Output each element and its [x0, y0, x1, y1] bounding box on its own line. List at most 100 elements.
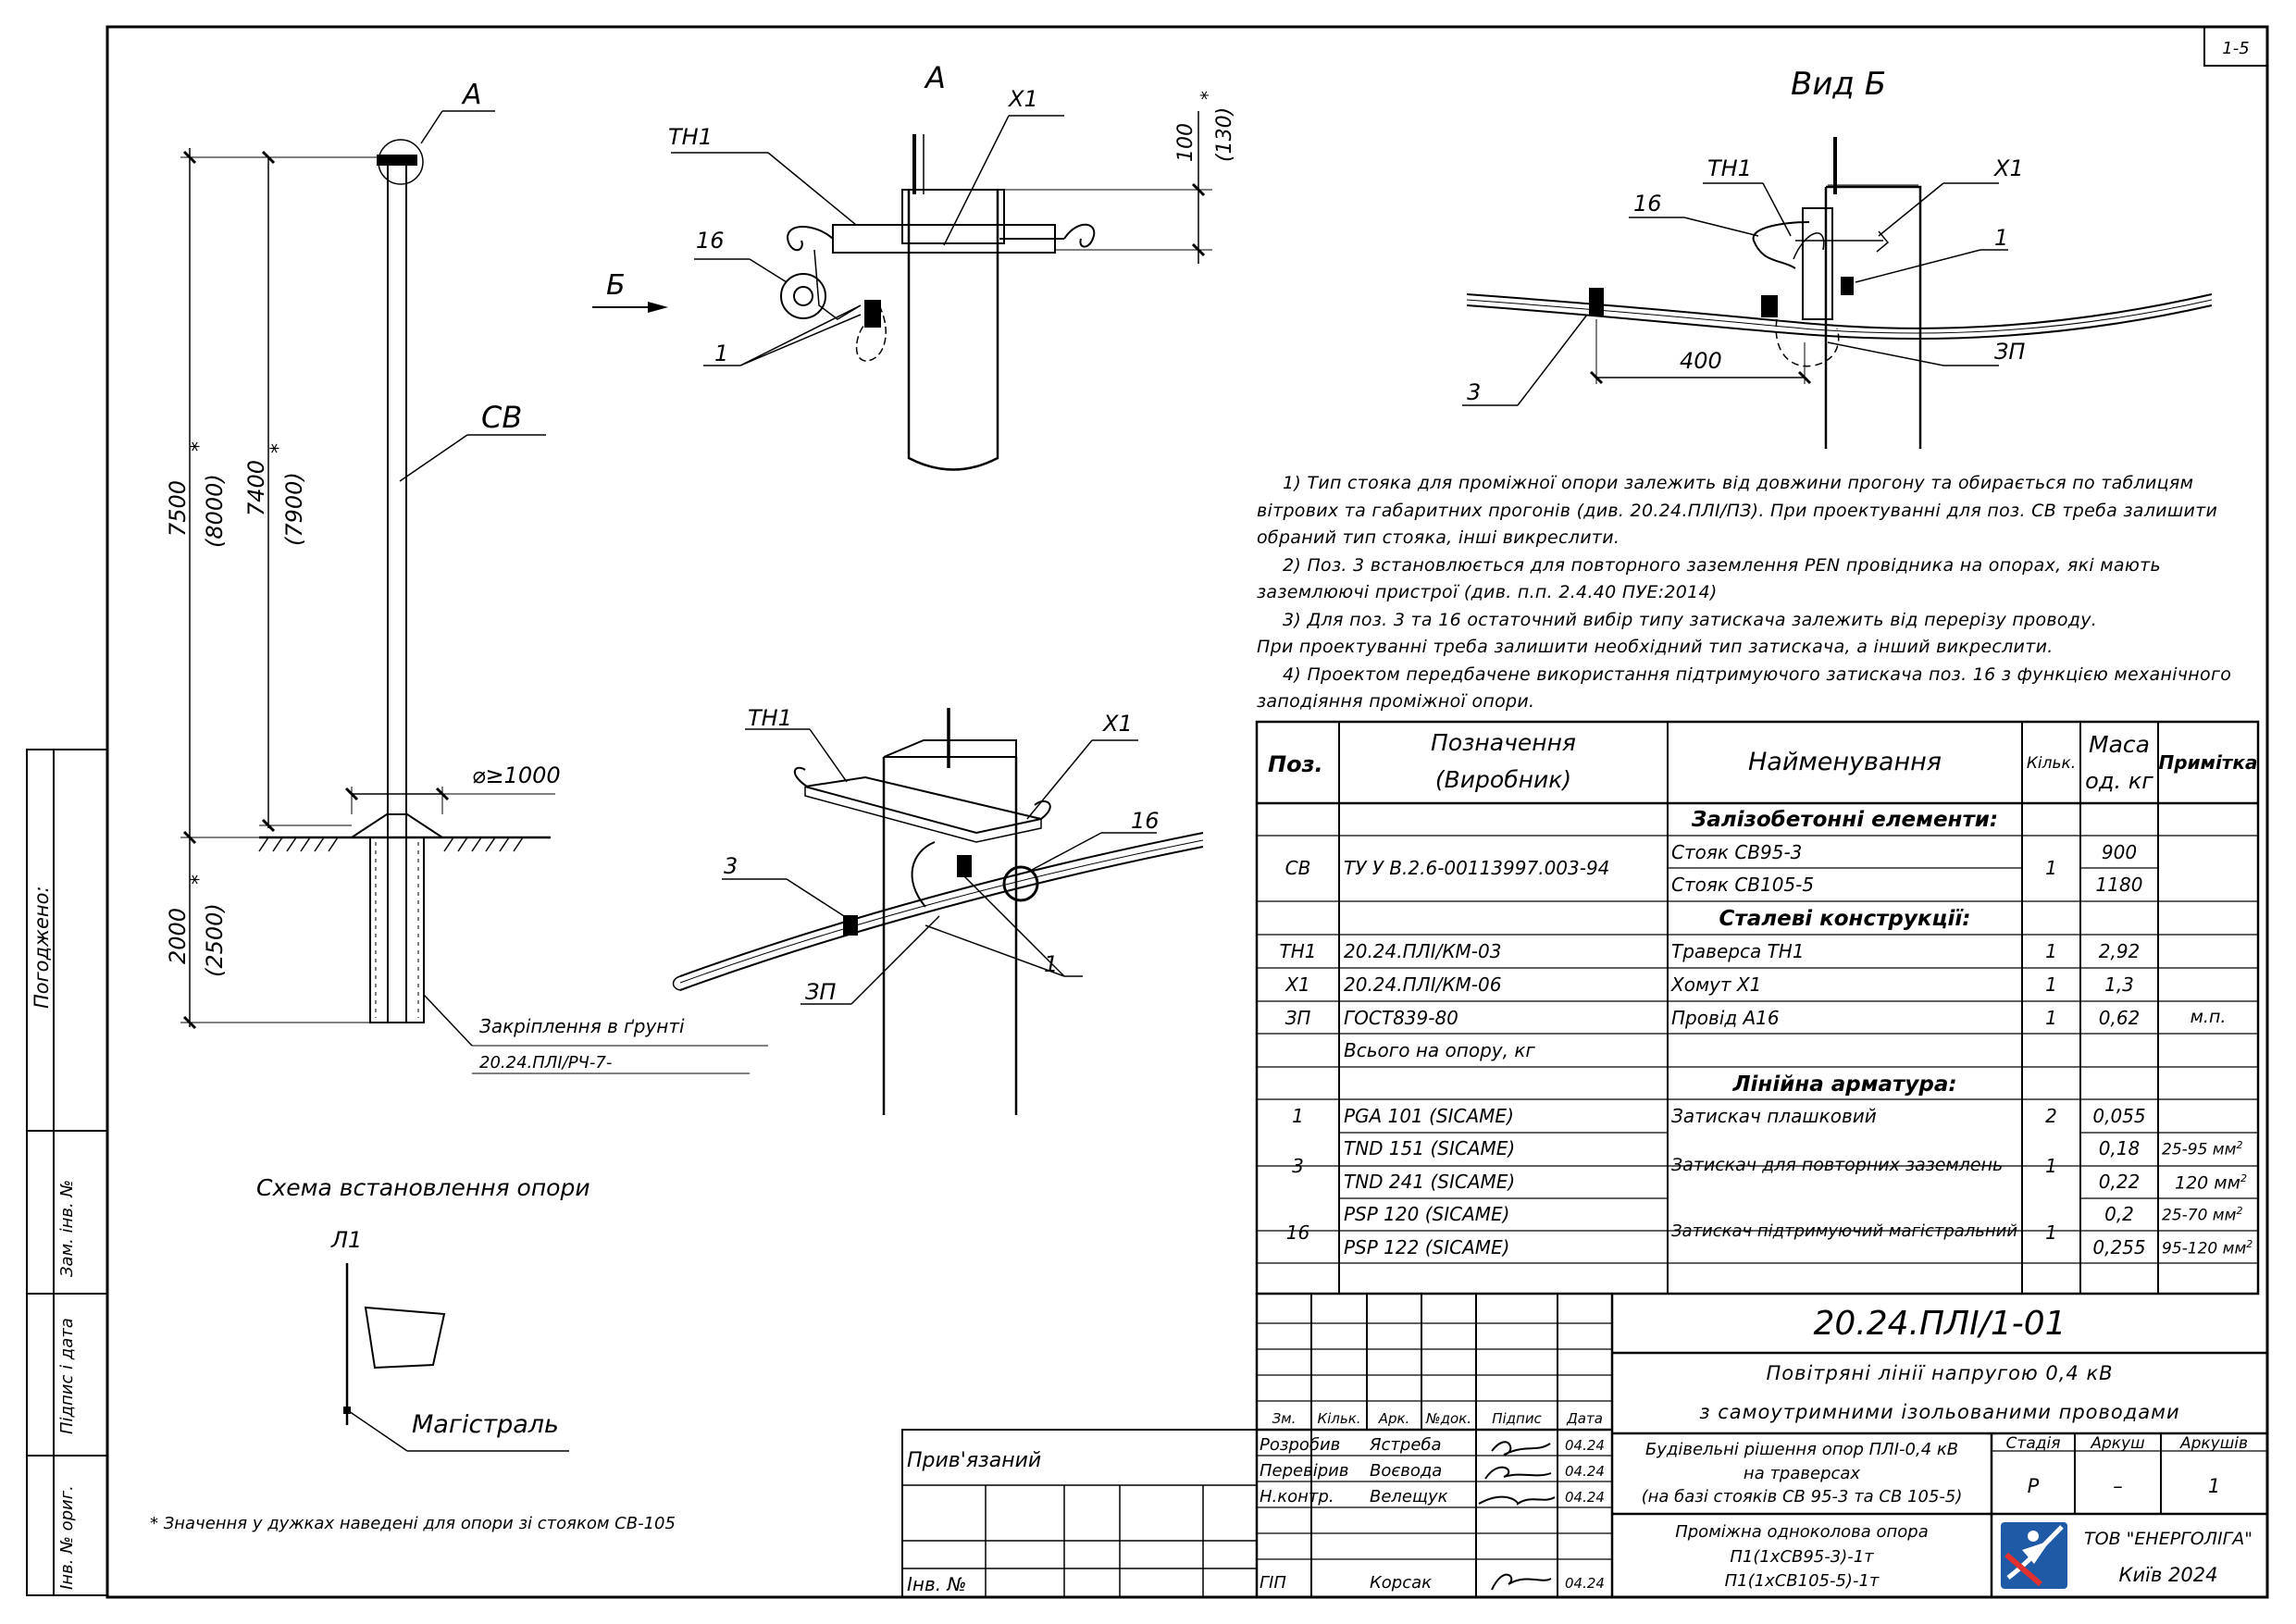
- row-tn1-mass: 2,92: [2098, 940, 2141, 962]
- row-tn1-pos: ТН1: [1279, 940, 1317, 962]
- stamp-sub-3: (на базі стояків СВ 95-3 та СВ 105-5): [1641, 1487, 1963, 1506]
- sup-2: 2: [2236, 1205, 2243, 1217]
- row-3-mass-1: 0,18: [2098, 1137, 2141, 1159]
- th-qty: Кільк.: [2026, 754, 2077, 773]
- th-pos: Поз.: [1268, 751, 1323, 777]
- name-3: Велещук: [1370, 1487, 1448, 1506]
- row-16-qty: 1: [2045, 1221, 2057, 1244]
- main-pole-view: [180, 110, 768, 1074]
- doc-code: 20.24.ПЛІ/1-01: [1813, 1305, 2066, 1343]
- detail-a-130: (130): [1213, 107, 1236, 162]
- iso-16: 16: [1131, 808, 1160, 834]
- view-b-title: Вид Б: [1791, 66, 1886, 103]
- detail-a-ticks: [1191, 182, 1206, 257]
- row-16-name: Затискач підтримуючий магістральний: [1671, 1221, 2018, 1241]
- row-3-note-1-text: 25-95 мм: [2162, 1140, 2237, 1159]
- row-sv-name-2: Стояк СВ105-5: [1671, 874, 1815, 896]
- th-desig-2: (Виробник): [1434, 766, 1572, 793]
- sheet-number: 1-5: [2222, 39, 2249, 58]
- view-b-zp: ЗП: [1994, 339, 2025, 365]
- dim-7900: (7900): [281, 472, 307, 546]
- row-16-pos: 16: [1285, 1221, 1310, 1244]
- row-16-note-1: 25-70 мм2: [2162, 1205, 2242, 1225]
- note-line: 3) Для поз. 3 та 16 остаточний вибір тип…: [1283, 609, 2098, 630]
- name-4: Корсак: [1370, 1573, 1433, 1593]
- detail-a-star: *: [1197, 91, 1219, 100]
- note-line: 4) Проектом передбачене використання під…: [1283, 663, 2232, 685]
- iso-1: 1: [1044, 951, 1058, 977]
- detail-a-b: Б: [606, 269, 626, 302]
- date-2: 04.24: [1565, 1463, 1605, 1480]
- row-3-note-2: 120 мм2: [2175, 1172, 2247, 1193]
- detail-a-view: [592, 111, 1212, 471]
- section-steel: Сталеві конструкції:: [1719, 907, 1971, 931]
- row-sv-name-1: Стояк СВ95-3: [1671, 841, 1803, 863]
- row-1-pos: 1: [1292, 1105, 1304, 1127]
- company-logo-icon: [2001, 1522, 2067, 1589]
- row-tn1-qty: 1: [2045, 940, 2057, 962]
- col-ndok: №док.: [1426, 1410, 1471, 1427]
- row-sv-qty: 1: [2045, 857, 2057, 879]
- role-1: Розробив: [1260, 1435, 1341, 1455]
- iso-view: [672, 708, 1204, 1115]
- detail-a-100: 100: [1174, 123, 1198, 162]
- note-line: вітрових та габаритних прогонів (див. 20…: [1257, 500, 2218, 521]
- stage-value: Р: [2027, 1475, 2040, 1497]
- row-tn1-desig: 20.24.ПЛІ/КМ-03: [1344, 940, 1502, 962]
- dim-diameter: ⌀≥1000: [472, 762, 561, 788]
- row-tn1-name: Траверса ТН1: [1671, 940, 1805, 962]
- row-sv-pos: СВ: [1285, 857, 1311, 879]
- view-b-ticks: [1589, 370, 1812, 385]
- th-name: Найменування: [1747, 748, 1942, 776]
- view-b: [1462, 137, 2213, 449]
- label-a-main: А: [461, 79, 482, 111]
- signatures: [1478, 1441, 1556, 1591]
- dim-8000-star: *: [188, 441, 211, 452]
- footnote: * Значення у дужках наведені для опори з…: [150, 1514, 676, 1533]
- row-zp-pos: ЗП: [1285, 1007, 1311, 1029]
- stamp-sheet-title-2: П1(1хСВ95-3)-1т: [1730, 1547, 1874, 1567]
- note-line: заподіяння проміжної опори.: [1257, 691, 1535, 712]
- company-name: ТОВ "ЕНЕРГОЛІГА": [2084, 1529, 2253, 1549]
- side-strip: [26, 749, 108, 1596]
- note-line: 2) Поз. 3 встановлюється для повторного …: [1283, 554, 2161, 576]
- dim-8000: (8000): [202, 474, 228, 548]
- role-3: Н.контр.: [1260, 1487, 1334, 1506]
- iso-3: 3: [724, 853, 738, 879]
- row-16-desig-1: PSP 120 (SICAME): [1344, 1203, 1510, 1225]
- row-sv-mass-2: 1180: [2095, 874, 2143, 896]
- row-3-pos: 3: [1292, 1155, 1304, 1177]
- role-4: ГІП: [1260, 1573, 1286, 1593]
- col-data: Дата: [1567, 1410, 1603, 1427]
- note-line: 1) Тип стояка для проміжної опори залежи…: [1283, 473, 2194, 493]
- stamp-sheet-title-3: П1(1хСВ105-5)-1т: [1724, 1571, 1880, 1591]
- stamp-sub-2: на траверсах: [1743, 1464, 1861, 1483]
- bound-label: Прив'язаний: [907, 1449, 1042, 1472]
- date-1: 04.24: [1565, 1437, 1605, 1454]
- general-notes: 1) Тип стояка для проміжної опори залежи…: [1257, 470, 2256, 716]
- scheme-l1: Л1: [330, 1227, 362, 1253]
- stamp-title-1: Повітряні лінії напругою 0,4 кВ: [1766, 1362, 2114, 1384]
- detail-a-x1: Х1: [1007, 86, 1038, 112]
- iso-x1: Х1: [1101, 711, 1133, 737]
- section-fittings: Лінійна арматура:: [1732, 1072, 1957, 1097]
- col-pidp: Підпис: [1492, 1410, 1542, 1427]
- detail-a-16: 16: [696, 228, 725, 254]
- view-b-400: 400: [1680, 348, 1722, 374]
- scheme-main: Магістраль: [412, 1410, 559, 1439]
- row-16-desig-2: PSP 122 (SICAME): [1344, 1236, 1510, 1258]
- stamp-title-2: з самоутримними ізольованими проводами: [1699, 1401, 2180, 1423]
- scheme-drawing: [345, 1263, 569, 1452]
- view-b-tn1: ТН1: [1707, 155, 1752, 181]
- row-3-note-2-text: 120 мм: [2175, 1172, 2240, 1194]
- row-x1-qty: 1: [2045, 973, 2057, 996]
- scheme-dot: [343, 1407, 351, 1414]
- side-agreed: Погоджено:: [31, 886, 53, 1009]
- side-inv: Інв. № ориг.: [57, 1485, 77, 1590]
- main-pole-ticks: [182, 150, 450, 1030]
- row-zp-mass: 0,62: [2098, 1007, 2141, 1029]
- sheet-number-box: [2203, 26, 2268, 67]
- note-line: заземлюючі пристрої (див. п.п. 2.4.40 ПУ…: [1257, 582, 1718, 602]
- row-x1-pos: Х1: [1285, 973, 1310, 996]
- stamp-grid: [901, 1294, 2267, 1598]
